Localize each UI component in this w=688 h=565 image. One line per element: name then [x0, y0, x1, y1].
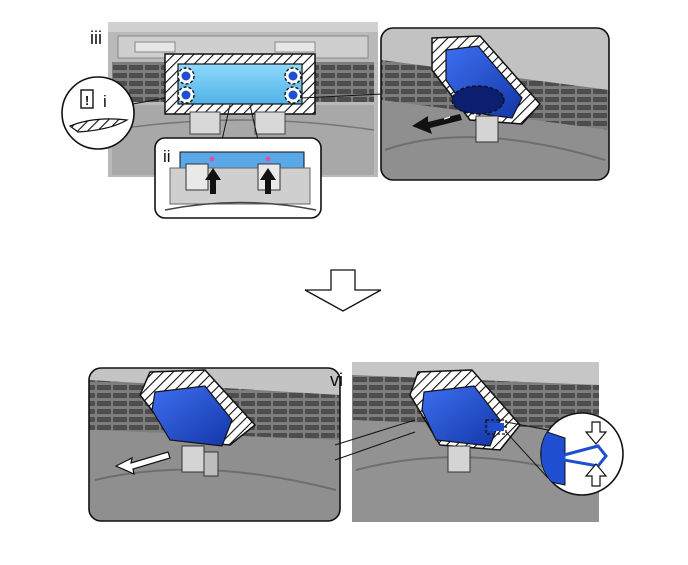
- clip-detail-circle: [540, 412, 624, 496]
- release-clip-marker: [451, 85, 505, 115]
- detail-ii-box: ii: [154, 137, 322, 219]
- push-up-arrow-icon: [205, 168, 276, 194]
- next-step-arrow-icon: [304, 269, 382, 312]
- removal-direction-arrow-icon: [114, 451, 171, 476]
- clip-squeeze-arrows-icon: [584, 421, 608, 487]
- bottom-left-detail-box: [88, 367, 341, 522]
- top-right-detail-box: [380, 27, 610, 181]
- step-label-ii: ii: [163, 147, 171, 166]
- sensor-blue-part-installed: [421, 385, 501, 447]
- caution-callout: ! i: [61, 76, 135, 150]
- step-label-iii: iii: [90, 28, 102, 48]
- protective-tape-icon: [68, 118, 129, 133]
- svg-text:!: !: [85, 93, 89, 108]
- clip-location-marker: [485, 419, 507, 435]
- sensor-cover-part: [177, 63, 303, 105]
- removal-direction-arrow-icon: [412, 114, 462, 134]
- step-label-i: i: [103, 92, 107, 111]
- sensor-blue-part-removed: [151, 385, 233, 447]
- caution-icon: [80, 89, 94, 109]
- step-label-vi: vi: [330, 370, 343, 390]
